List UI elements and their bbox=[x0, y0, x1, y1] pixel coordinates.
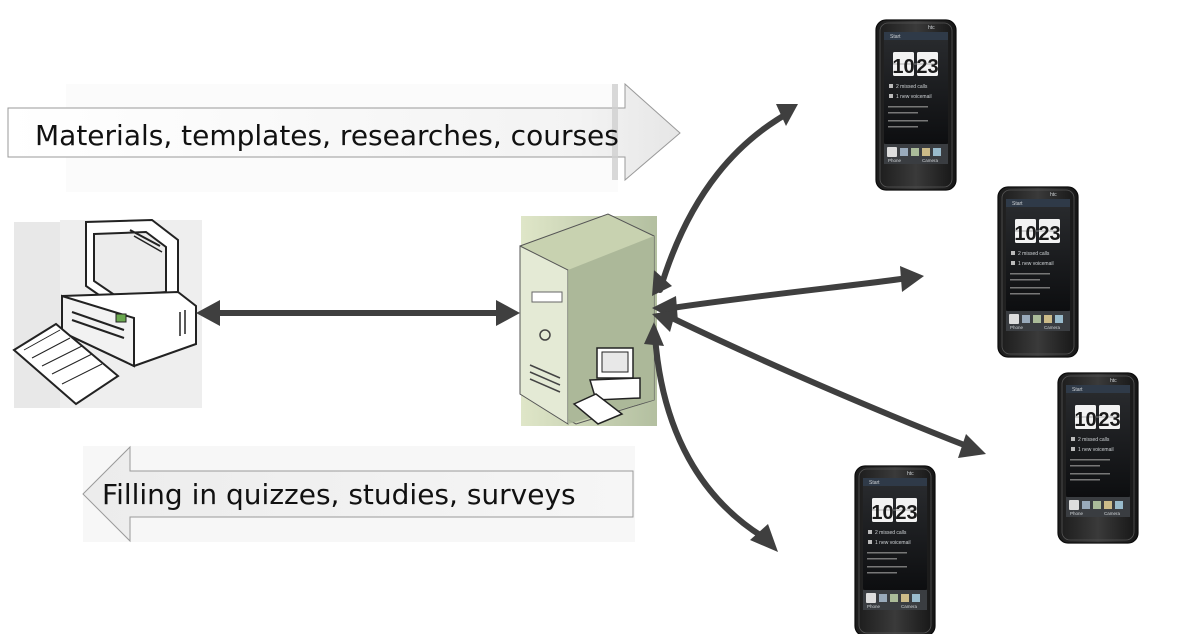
phone-hour: 10 bbox=[892, 56, 914, 78]
phone-btn1: Phone bbox=[867, 604, 881, 609]
smartphone-icon: 10 23 Start htc 2 missed calls 1 new voi… bbox=[875, 19, 957, 191]
phone-line1: 2 missed calls bbox=[896, 84, 928, 90]
connector-arrows bbox=[211, 109, 975, 543]
bottom-banner-label: Filling in quizzes, studies, surveys bbox=[102, 478, 576, 511]
phone-line2: 1 new voicemail bbox=[1018, 261, 1054, 267]
arrow-heads bbox=[196, 104, 986, 552]
phone-line2: 1 new voicemail bbox=[1078, 447, 1114, 453]
phone-btn2: Camera bbox=[922, 158, 939, 163]
phone-minute: 23 bbox=[916, 56, 938, 78]
smartphone-icon: 10 23 Start htc 2 missed calls 1 new voi… bbox=[997, 186, 1079, 358]
smartphone-icon: 10 23 Start htc 2 missed calls 1 new voi… bbox=[854, 465, 936, 634]
phone-btn2: Camera bbox=[901, 604, 918, 609]
smartphone-icon: 10 23 Start htc 2 missed calls 1 new voi… bbox=[1057, 372, 1139, 544]
phone-btn2: Camera bbox=[1104, 511, 1121, 516]
phone-hour: 10 bbox=[1014, 223, 1036, 245]
computer-icon bbox=[12, 218, 202, 408]
arrow-server-phone-2 bbox=[669, 275, 911, 311]
phone-line1: 2 missed calls bbox=[1018, 251, 1050, 257]
phone-hour: 10 bbox=[871, 502, 893, 524]
phone-brand: htc bbox=[907, 471, 914, 477]
phone-btn1: Phone bbox=[1010, 325, 1024, 330]
phone-brand: htc bbox=[1050, 192, 1057, 198]
phone-minute: 23 bbox=[895, 502, 917, 524]
arrow-server-phone-1 bbox=[657, 109, 793, 293]
top-banner-label: Materials, templates, researches, course… bbox=[35, 119, 619, 152]
phone-line1: 2 missed calls bbox=[1078, 437, 1110, 443]
phone-start: Start bbox=[890, 34, 901, 40]
phone-start: Start bbox=[869, 480, 880, 486]
top-arrow-shape bbox=[7, 82, 681, 182]
phone-hour: 10 bbox=[1074, 409, 1096, 431]
phone-brand: htc bbox=[928, 25, 935, 31]
phone-btn1: Phone bbox=[888, 158, 902, 163]
phone-line2: 1 new voicemail bbox=[896, 94, 932, 100]
bottom-banner: Filling in quizzes, studies, surveys bbox=[82, 445, 635, 543]
bottom-arrow-shape bbox=[82, 445, 634, 543]
phone-brand: htc bbox=[1110, 378, 1117, 384]
arrow-server-phone-4 bbox=[652, 333, 771, 543]
server-icon bbox=[519, 213, 657, 426]
phone-start: Start bbox=[1072, 387, 1083, 393]
phone-minute: 23 bbox=[1038, 223, 1060, 245]
phone-start: Start bbox=[1012, 201, 1023, 207]
phone-btn1: Phone bbox=[1070, 511, 1084, 516]
phone-minute: 23 bbox=[1098, 409, 1120, 431]
phone-line2: 1 new voicemail bbox=[875, 540, 911, 546]
phone-line1: 2 missed calls bbox=[875, 530, 907, 536]
top-banner: Materials, templates, researches, course… bbox=[7, 82, 681, 192]
phone-btn2: Camera bbox=[1044, 325, 1061, 330]
arrow-server-phone-3 bbox=[669, 315, 975, 451]
